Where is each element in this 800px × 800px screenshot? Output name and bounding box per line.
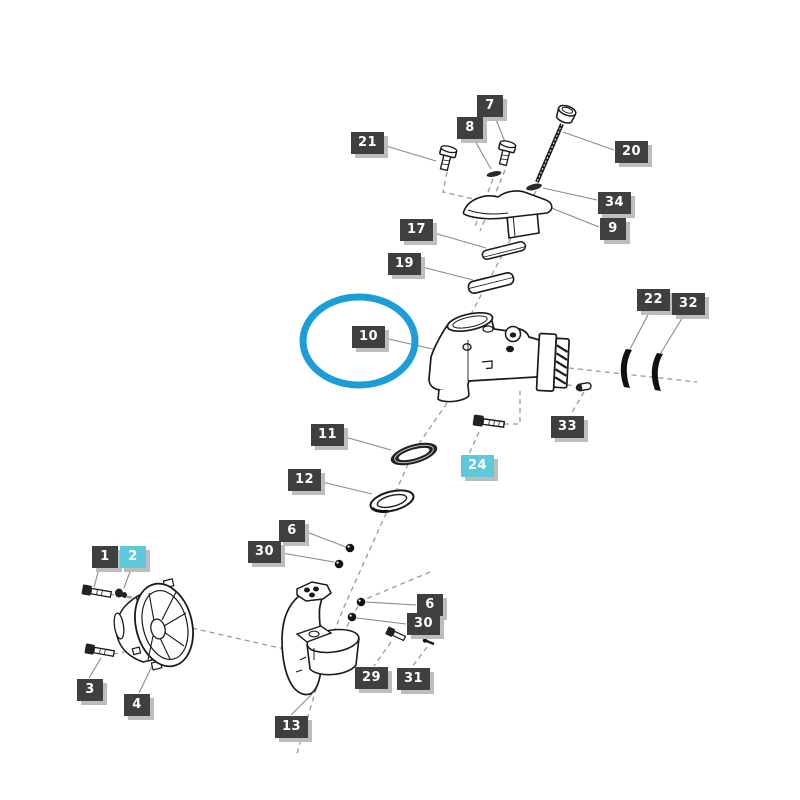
part-label-13[interactable]: 13: [275, 716, 309, 738]
part-label-33[interactable]: 33: [551, 416, 585, 438]
part-drawing-washer-17: [481, 241, 527, 260]
part-drawing-pin-33: [575, 382, 592, 392]
part-label-30-upper[interactable]: 30: [248, 541, 282, 563]
part-drawing-washer-8: [486, 171, 502, 177]
part-label-4[interactable]: 4: [124, 694, 150, 716]
part-label-2-highlighted[interactable]: 2: [120, 546, 146, 568]
part-drawing-screw-7: [498, 140, 517, 167]
part-drawing-ring-32: [651, 353, 663, 391]
part-drawing-housing-10: [428, 311, 570, 403]
part-drawing-washer-34: [526, 183, 542, 191]
part-drawing-bracket-13: [281, 581, 360, 696]
part-drawing-bolt-29: [385, 626, 407, 642]
part-label-8[interactable]: 8: [457, 117, 483, 139]
part-label-21[interactable]: 21: [351, 132, 385, 154]
part-drawing-balls-6-30: [334, 543, 366, 622]
part-drawing-bolt-3: [84, 643, 116, 657]
part-label-20[interactable]: 20: [615, 141, 649, 163]
part-label-6-lower[interactable]: 6: [417, 594, 443, 616]
part-drawing-bolt-1: [81, 584, 113, 598]
part-drawing-ring-22: [620, 349, 632, 388]
part-label-19[interactable]: 19: [388, 253, 422, 275]
part-label-30-lower[interactable]: 30: [407, 613, 441, 635]
part-drawing-bolt-20: [535, 104, 577, 183]
part-label-34[interactable]: 34: [598, 192, 632, 214]
leader-lines: [88, 116, 685, 716]
part-drawing-cover-4: [113, 578, 194, 671]
part-drawing-grommet-2: [115, 588, 127, 598]
part-drawing-oring-11: [390, 442, 438, 466]
part-label-22[interactable]: 22: [637, 289, 671, 311]
part-drawing-arm-9: [462, 190, 553, 239]
part-drawing-washer-19: [467, 271, 515, 295]
part-label-1[interactable]: 1: [92, 546, 118, 568]
part-label-24-highlighted[interactable]: 24: [461, 455, 495, 477]
part-drawing-screw-21: [439, 145, 458, 172]
highlight-circle-10: [299, 293, 419, 389]
part-label-6-upper[interactable]: 6: [279, 520, 305, 542]
part-drawing-pin-31: [422, 638, 435, 646]
part-drawing-bolt-24: [472, 414, 506, 428]
part-label-7[interactable]: 7: [477, 95, 503, 117]
part-label-3[interactable]: 3: [77, 679, 103, 701]
part-label-10[interactable]: 10: [352, 326, 386, 348]
part-label-17[interactable]: 17: [400, 219, 434, 241]
part-label-31[interactable]: 31: [397, 668, 431, 690]
part-drawing-seal-12: [369, 489, 415, 513]
part-label-9[interactable]: 9: [600, 218, 626, 240]
part-label-12[interactable]: 12: [288, 469, 322, 491]
part-label-11[interactable]: 11: [311, 424, 345, 446]
part-label-32[interactable]: 32: [672, 293, 706, 315]
part-label-29[interactable]: 29: [355, 667, 389, 689]
